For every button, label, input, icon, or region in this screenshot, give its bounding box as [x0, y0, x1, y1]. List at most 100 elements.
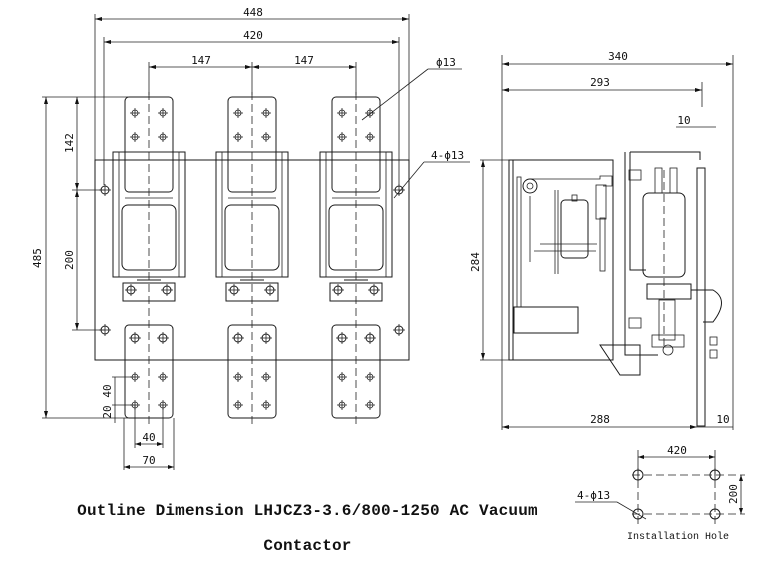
svg-text:147: 147 [294, 54, 314, 67]
svg-text:485: 485 [31, 248, 44, 268]
aux-block [513, 306, 579, 334]
mount-hole [99, 324, 111, 336]
terminal-hole [158, 108, 168, 118]
dim-hole-pitch-v: 40 [101, 377, 116, 405]
svg-text:147: 147 [191, 54, 211, 67]
svg-text:10: 10 [716, 413, 729, 426]
terminal-hole [261, 400, 271, 410]
terminal-hole [264, 284, 276, 296]
mount-hole [99, 184, 111, 196]
pole [112, 92, 186, 425]
terminal-hole [129, 332, 141, 344]
dim-terminal-width: 70 [124, 454, 174, 469]
terminal-hole [365, 372, 375, 382]
terminal-hole [337, 372, 347, 382]
callout-install-holes: 4-ϕ13 [575, 489, 647, 520]
terminal-hole [130, 108, 140, 118]
terminal-hole [365, 132, 375, 142]
flex-connector [691, 289, 722, 323]
svg-text:284: 284 [469, 252, 482, 272]
installation-hole-diagram: 420 200 4-ϕ13 [575, 444, 745, 525]
svg-text:293: 293 [590, 76, 610, 89]
pole [215, 92, 289, 425]
coil [560, 199, 589, 259]
svg-text:ϕ13: ϕ13 [436, 56, 456, 69]
mount-hole [393, 184, 405, 196]
front-view: 448 420 147 147 485 [31, 6, 470, 470]
terminal-hole [261, 108, 271, 118]
dim-bracket-top: 10 [676, 114, 716, 128]
mount-hole [393, 324, 405, 336]
installation-hole-caption: Installation Hole [627, 532, 730, 543]
terminal-hole [125, 284, 137, 296]
terminal-hole [261, 372, 271, 382]
terminal-hole [364, 332, 376, 344]
terminal-hole [260, 332, 272, 344]
svg-text:40: 40 [142, 431, 155, 444]
terminal-hole [158, 132, 168, 142]
dim-pole-pitch-left: 147 [149, 54, 252, 69]
install-hole [632, 508, 644, 520]
pole [319, 92, 393, 425]
svg-text:20: 20 [101, 405, 114, 418]
drawing-title: Outline Dimension LHJCZ3-3.6/800-1250 AC… [77, 502, 538, 520]
pole-bracket [629, 151, 701, 271]
dim-install-width: 420 [638, 444, 715, 459]
vacuum-interrupter [642, 192, 686, 278]
svg-text:10: 10 [677, 114, 690, 127]
terminal-hole [365, 108, 375, 118]
terminal-hole [337, 108, 347, 118]
terminal-hole [158, 372, 168, 382]
install-hole [632, 469, 644, 481]
terminal-hole [365, 400, 375, 410]
terminal-hole [158, 400, 168, 410]
mounting-bracket [696, 167, 706, 427]
mechanism-frame [508, 159, 614, 361]
install-hole [709, 508, 721, 520]
svg-text:448: 448 [243, 6, 263, 19]
terminal-hole [332, 284, 344, 296]
terminal-hole [228, 284, 240, 296]
dim-overall-width: 448 [95, 6, 409, 21]
terminal-hole [233, 400, 243, 410]
terminal-hole [130, 372, 140, 382]
dim-install-height: 200 [727, 475, 743, 514]
svg-text:200: 200 [63, 250, 76, 270]
dim-side-height: 284 [469, 160, 485, 360]
dim-hole-pitch-h: 40 [135, 431, 163, 446]
dim-overall-depth: 340 [502, 50, 733, 66]
terminal-hole [368, 284, 380, 296]
terminal-hole [261, 132, 271, 142]
terminal-hole [232, 332, 244, 344]
terminal-hole [233, 108, 243, 118]
terminal-hole [233, 132, 243, 142]
callout-mount-holes: 4-ϕ13 [393, 149, 470, 199]
svg-text:70: 70 [142, 454, 155, 467]
terminal-hole [130, 132, 140, 142]
dim-bracket-bottom: 10 [697, 413, 733, 428]
terminal-hole [130, 400, 140, 410]
dim-mount-width: 420 [104, 29, 399, 44]
terminal-hole [233, 372, 243, 382]
terminal-hole [337, 400, 347, 410]
dim-terminal-top: 142 [63, 97, 79, 190]
dim-mount-height: 200 [63, 190, 79, 330]
terminal-hole [161, 284, 173, 296]
dim-hole-edge-v: 20 [101, 405, 116, 423]
terminal-hole [337, 132, 347, 142]
svg-text:288: 288 [590, 413, 610, 426]
svg-text:340: 340 [608, 50, 628, 63]
dim-body-depth: 293 [502, 76, 702, 92]
terminal-clamp [646, 283, 692, 300]
svg-text:40: 40 [101, 384, 114, 397]
svg-text:4-ϕ13: 4-ϕ13 [577, 489, 610, 502]
side-view: 340 293 10 284 288 10 [469, 50, 734, 430]
svg-text:420: 420 [667, 444, 687, 457]
dim-pole-pitch-right: 147 [252, 54, 356, 69]
svg-text:4-ϕ13: 4-ϕ13 [431, 149, 464, 162]
svg-text:200: 200 [727, 484, 740, 504]
dim-base-depth: 288 [502, 413, 697, 429]
dim-overall-height: 485 [31, 97, 48, 418]
install-hole [709, 469, 721, 481]
